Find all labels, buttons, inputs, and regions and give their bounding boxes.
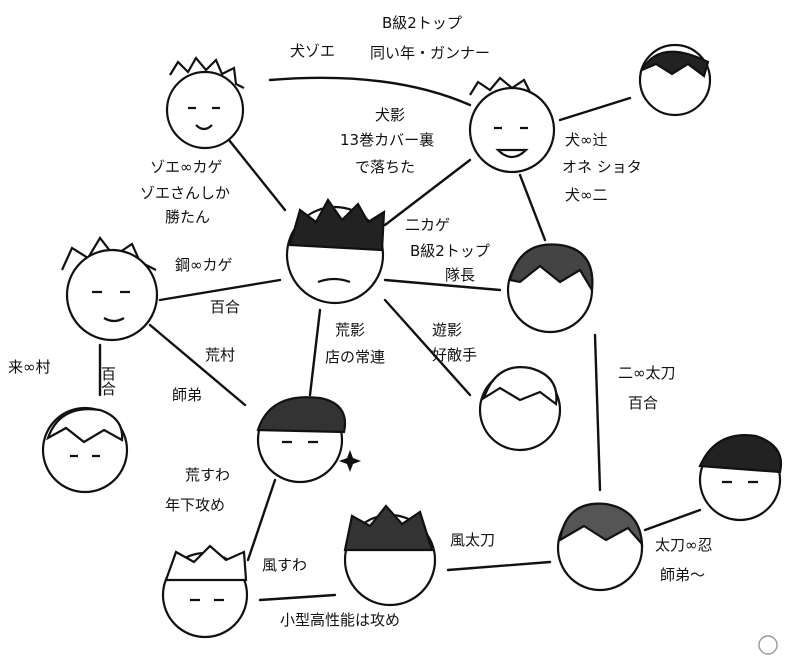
- label-rai-mura: 来∞村: [8, 358, 51, 376]
- edge-ara-suwa: [246, 478, 277, 562]
- character-tsuji-head: [638, 43, 712, 117]
- label-inu-tsuji-2: オネ ショタ: [562, 158, 642, 176]
- edge-zoe-kage: [223, 133, 287, 212]
- edge-zoe-inukai: [268, 76, 472, 107]
- label-zoe-kage-3: 勝たん: [165, 208, 210, 226]
- label-yu-kage-2: 好敵手: [432, 346, 477, 364]
- edge-kage-yuma: [383, 298, 472, 397]
- sparkle-icon: [339, 450, 361, 472]
- label-yu-kage-1: 遊影: [432, 321, 462, 339]
- label-tetsu-kage-2: 百合: [210, 298, 240, 316]
- label-ni-kage-1: 二カゲ: [405, 216, 450, 234]
- edge-inukai-nino: [518, 173, 547, 242]
- character-tachikawa-head: [556, 502, 644, 592]
- character-tetsuji-head: [60, 236, 159, 342]
- character-kage-head: [285, 197, 386, 305]
- edge-suwa-kazama: [258, 593, 337, 602]
- edge-kazama-tachi: [446, 560, 552, 572]
- edge-inukai-tsuji: [558, 96, 632, 122]
- label-b-top-2: 同い年・ガンナー: [370, 44, 490, 62]
- label-ni-kotaro-2: 百合: [628, 394, 658, 412]
- edge-tetsu-ara: [148, 323, 247, 407]
- label-ni-kage-3: 隊長: [445, 266, 475, 284]
- label-ni-kotaro-1: 二∞太刀: [618, 364, 676, 382]
- label-ni-kage-2: B級2トップ: [410, 242, 490, 260]
- label-kaze-tachi: 風太刀: [450, 531, 495, 549]
- edge-inukai-kage: [383, 158, 472, 227]
- character-inukai-head: [468, 76, 556, 174]
- character-suwa-head: [161, 544, 249, 639]
- character-nino-head: [506, 243, 594, 334]
- label-inu-tsuji-1: 犬∞辻: [565, 131, 608, 149]
- label-zoe-kage-2: ゾエさんしか: [140, 184, 230, 202]
- label-ara-mura-1: 荒村: [205, 346, 235, 364]
- label-tetsu-kage-1: 鋼∞カゲ: [175, 256, 233, 274]
- label-yuri-vertical: 百合: [99, 366, 117, 396]
- label-ara-kage-1: 荒影: [335, 321, 365, 339]
- label-ara-kage-2: 店の常連: [325, 348, 385, 366]
- label-kaze-suwa: 風すわ: [262, 556, 307, 574]
- label-inu-kage-2: 13巻カバー裏: [340, 131, 434, 149]
- character-murakami-head: [41, 406, 129, 494]
- label-ara-suwa-1: 荒すわ: [185, 466, 230, 484]
- character-yuma-head: [478, 366, 562, 452]
- character-arafune-head: [256, 396, 347, 484]
- character-zoe-head: [165, 56, 245, 150]
- label-inu-kage-3: で落ちた: [355, 158, 415, 176]
- edge-kage-nino: [383, 278, 502, 292]
- label-zoe-inu: 犬ゾエ: [290, 42, 335, 60]
- label-small-perf: 小型高性能は攻め: [280, 611, 400, 629]
- label-ara-suwa-2: 年下攻め: [165, 496, 225, 514]
- label-tachi-shinobu-1: 太刀∞忍: [655, 536, 713, 554]
- edge-kage-ara: [308, 308, 322, 397]
- label-inu-kage-1: 犬影: [375, 106, 405, 124]
- character-kazama-head: [343, 504, 437, 607]
- edge-tachi-shinobu: [643, 508, 702, 532]
- signature-mark: [758, 635, 778, 655]
- label-tachi-shinobu-2: 師弟〜: [660, 566, 705, 584]
- label-zoe-kage-1: ゾエ∞カゲ: [150, 158, 223, 176]
- character-shinobu-head: [698, 434, 783, 522]
- label-inu-tsuji-3: 犬∞二: [565, 186, 608, 204]
- label-b-top-1: B級2トップ: [382, 14, 462, 32]
- label-ara-mura-2: 師弟: [172, 386, 202, 404]
- edge-tetsu-kage: [158, 278, 282, 302]
- edge-nino-tachi: [593, 333, 602, 492]
